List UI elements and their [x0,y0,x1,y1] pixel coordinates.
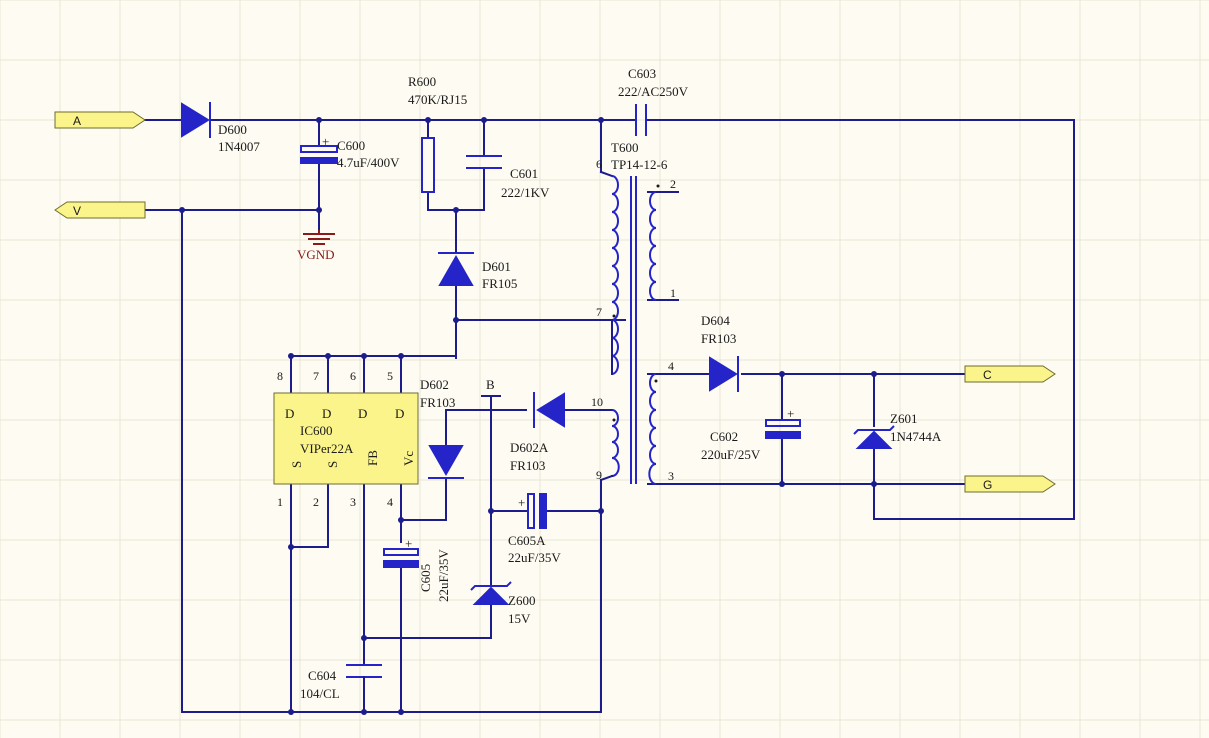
port-c-label: C [983,368,992,382]
ic-pin-5: 5 [387,369,393,383]
c602-value: 220uF/25V [701,447,761,462]
d602a-ref: D602A [510,440,549,455]
t600-pin-10: 10 [591,395,603,409]
ic-pin-name-fb: FB [365,450,380,466]
t600-pin-4: 4 [668,359,674,373]
port-a[interactable]: A [54,111,146,129]
z601-ref: Z601 [890,411,917,426]
port-g[interactable]: G [964,475,1056,493]
diode-d601[interactable]: D601 FR105 [438,252,517,291]
aux-winding-1-2 [649,191,657,301]
port-a-label: A [73,114,81,128]
d602-value: FR103 [420,395,455,410]
zener-z600[interactable]: Z600 15V [470,581,535,626]
r600-value: 470K/RJ15 [408,92,467,107]
t600-pin-6: 6 [596,157,602,171]
c605-value: 22uF/35V [436,549,451,602]
capacitor-c601[interactable]: C601 222/1KV [466,155,550,200]
ic-ic600[interactable]: 8 7 6 5 D D D D IC600 VIPer22A S S FB Vc… [273,369,419,509]
c604-value: 104/CL [300,686,340,701]
primary-winding [611,175,619,375]
c605-ref: C605 [418,564,433,592]
c605-polarity: + [405,536,412,551]
port-c[interactable]: C [964,365,1056,383]
capacitor-c604[interactable]: C604 104/CL [300,664,382,701]
c600-polarity: + [322,134,329,149]
ic-pin-name-s2: S [325,461,340,468]
capacitor-c600[interactable]: + C600 4.7uF/400V [300,134,400,170]
c605a-ref: C605A [508,533,546,548]
capacitor-c605a[interactable]: + C605A 22uF/35V [508,493,561,565]
z601-value: 1N4744A [890,429,942,444]
port-g-label: G [983,478,992,492]
c605a-polarity: + [518,495,525,510]
c604-ref: C604 [308,668,337,683]
secondary-winding-3-4 [648,373,657,485]
c602-polarity: + [787,406,794,421]
ic600-ref: IC600 [300,423,333,438]
capacitor-c605[interactable]: + C605 22uF/35V [383,536,451,602]
d600-value: 1N4007 [218,139,260,154]
resistor-r600[interactable]: R600 470K/RJ15 [408,74,467,193]
c602-ref: C602 [710,429,738,444]
ic-pin-name-vc: Vc [401,451,416,466]
ground-symbol: VGND [297,230,335,262]
t600-value: TP14-12-6 [611,157,668,172]
c600-value: 4.7uF/400V [337,155,400,170]
r600-ref: R600 [408,74,436,89]
d601-value: FR105 [482,276,517,291]
ic600-value: VIPer22A [300,441,354,456]
t600-pin-1: 1 [670,286,676,300]
ic-pin-2: 2 [313,495,319,509]
ic-pin-7: 7 [313,369,319,383]
z600-ref: Z600 [508,593,535,608]
diode-d600[interactable]: D600 1N4007 [181,102,260,154]
capacitor-c602[interactable]: + C602 220uF/25V [701,406,801,462]
t600-pin-9: 9 [596,468,602,482]
d601-ref: D601 [482,259,511,274]
ic-pin-1: 1 [277,495,283,509]
diode-d604[interactable]: D604 FR103 [701,313,739,392]
diode-d602[interactable]: D602 FR103 [420,377,464,479]
d602-ref: D602 [420,377,449,392]
ic-pin-name-d4: D [395,406,404,421]
ic-pin-3: 3 [350,495,356,509]
ic-pin-8: 8 [277,369,283,383]
t600-pin-3: 3 [668,469,674,483]
net-label-b: B [486,377,495,392]
t600-pin-2: 2 [670,177,676,191]
c603-ref: C603 [628,66,656,81]
d600-ref: D600 [218,122,247,137]
port-v-label: V [73,204,81,218]
c605a-value: 22uF/35V [508,550,561,565]
ic-pin-name-d1: D [285,406,294,421]
t600-ref: T600 [611,140,638,155]
junctions [179,117,877,715]
ic-pin-name-d2: D [322,406,331,421]
c603-value: 222/AC250V [618,84,689,99]
c600-ref: C600 [337,138,365,153]
diode-d602a[interactable]: D602A FR103 [510,392,565,473]
ic-pin-name-d3: D [358,406,367,421]
port-v[interactable]: V [54,201,146,219]
c601-ref: C601 [510,166,538,181]
ic-pin-4: 4 [387,495,393,509]
ground-label: VGND [297,247,335,262]
d604-ref: D604 [701,313,730,328]
t600-pin-7: 7 [596,305,602,319]
zener-z601[interactable]: Z601 1N4744A [853,411,942,449]
z600-value: 15V [508,611,531,626]
ic-pin-6: 6 [350,369,356,383]
ic-pin-name-s1: S [289,461,304,468]
d602a-value: FR103 [510,458,545,473]
c601-value: 222/1KV [501,185,550,200]
aux-winding-9-10 [611,409,620,477]
capacitor-c603[interactable]: C603 222/AC250V [618,66,689,136]
transformer-t600[interactable]: T600 TP14-12-6 6 7 2 1 10 9 4 3 [591,140,676,485]
d604-value: FR103 [701,331,736,346]
